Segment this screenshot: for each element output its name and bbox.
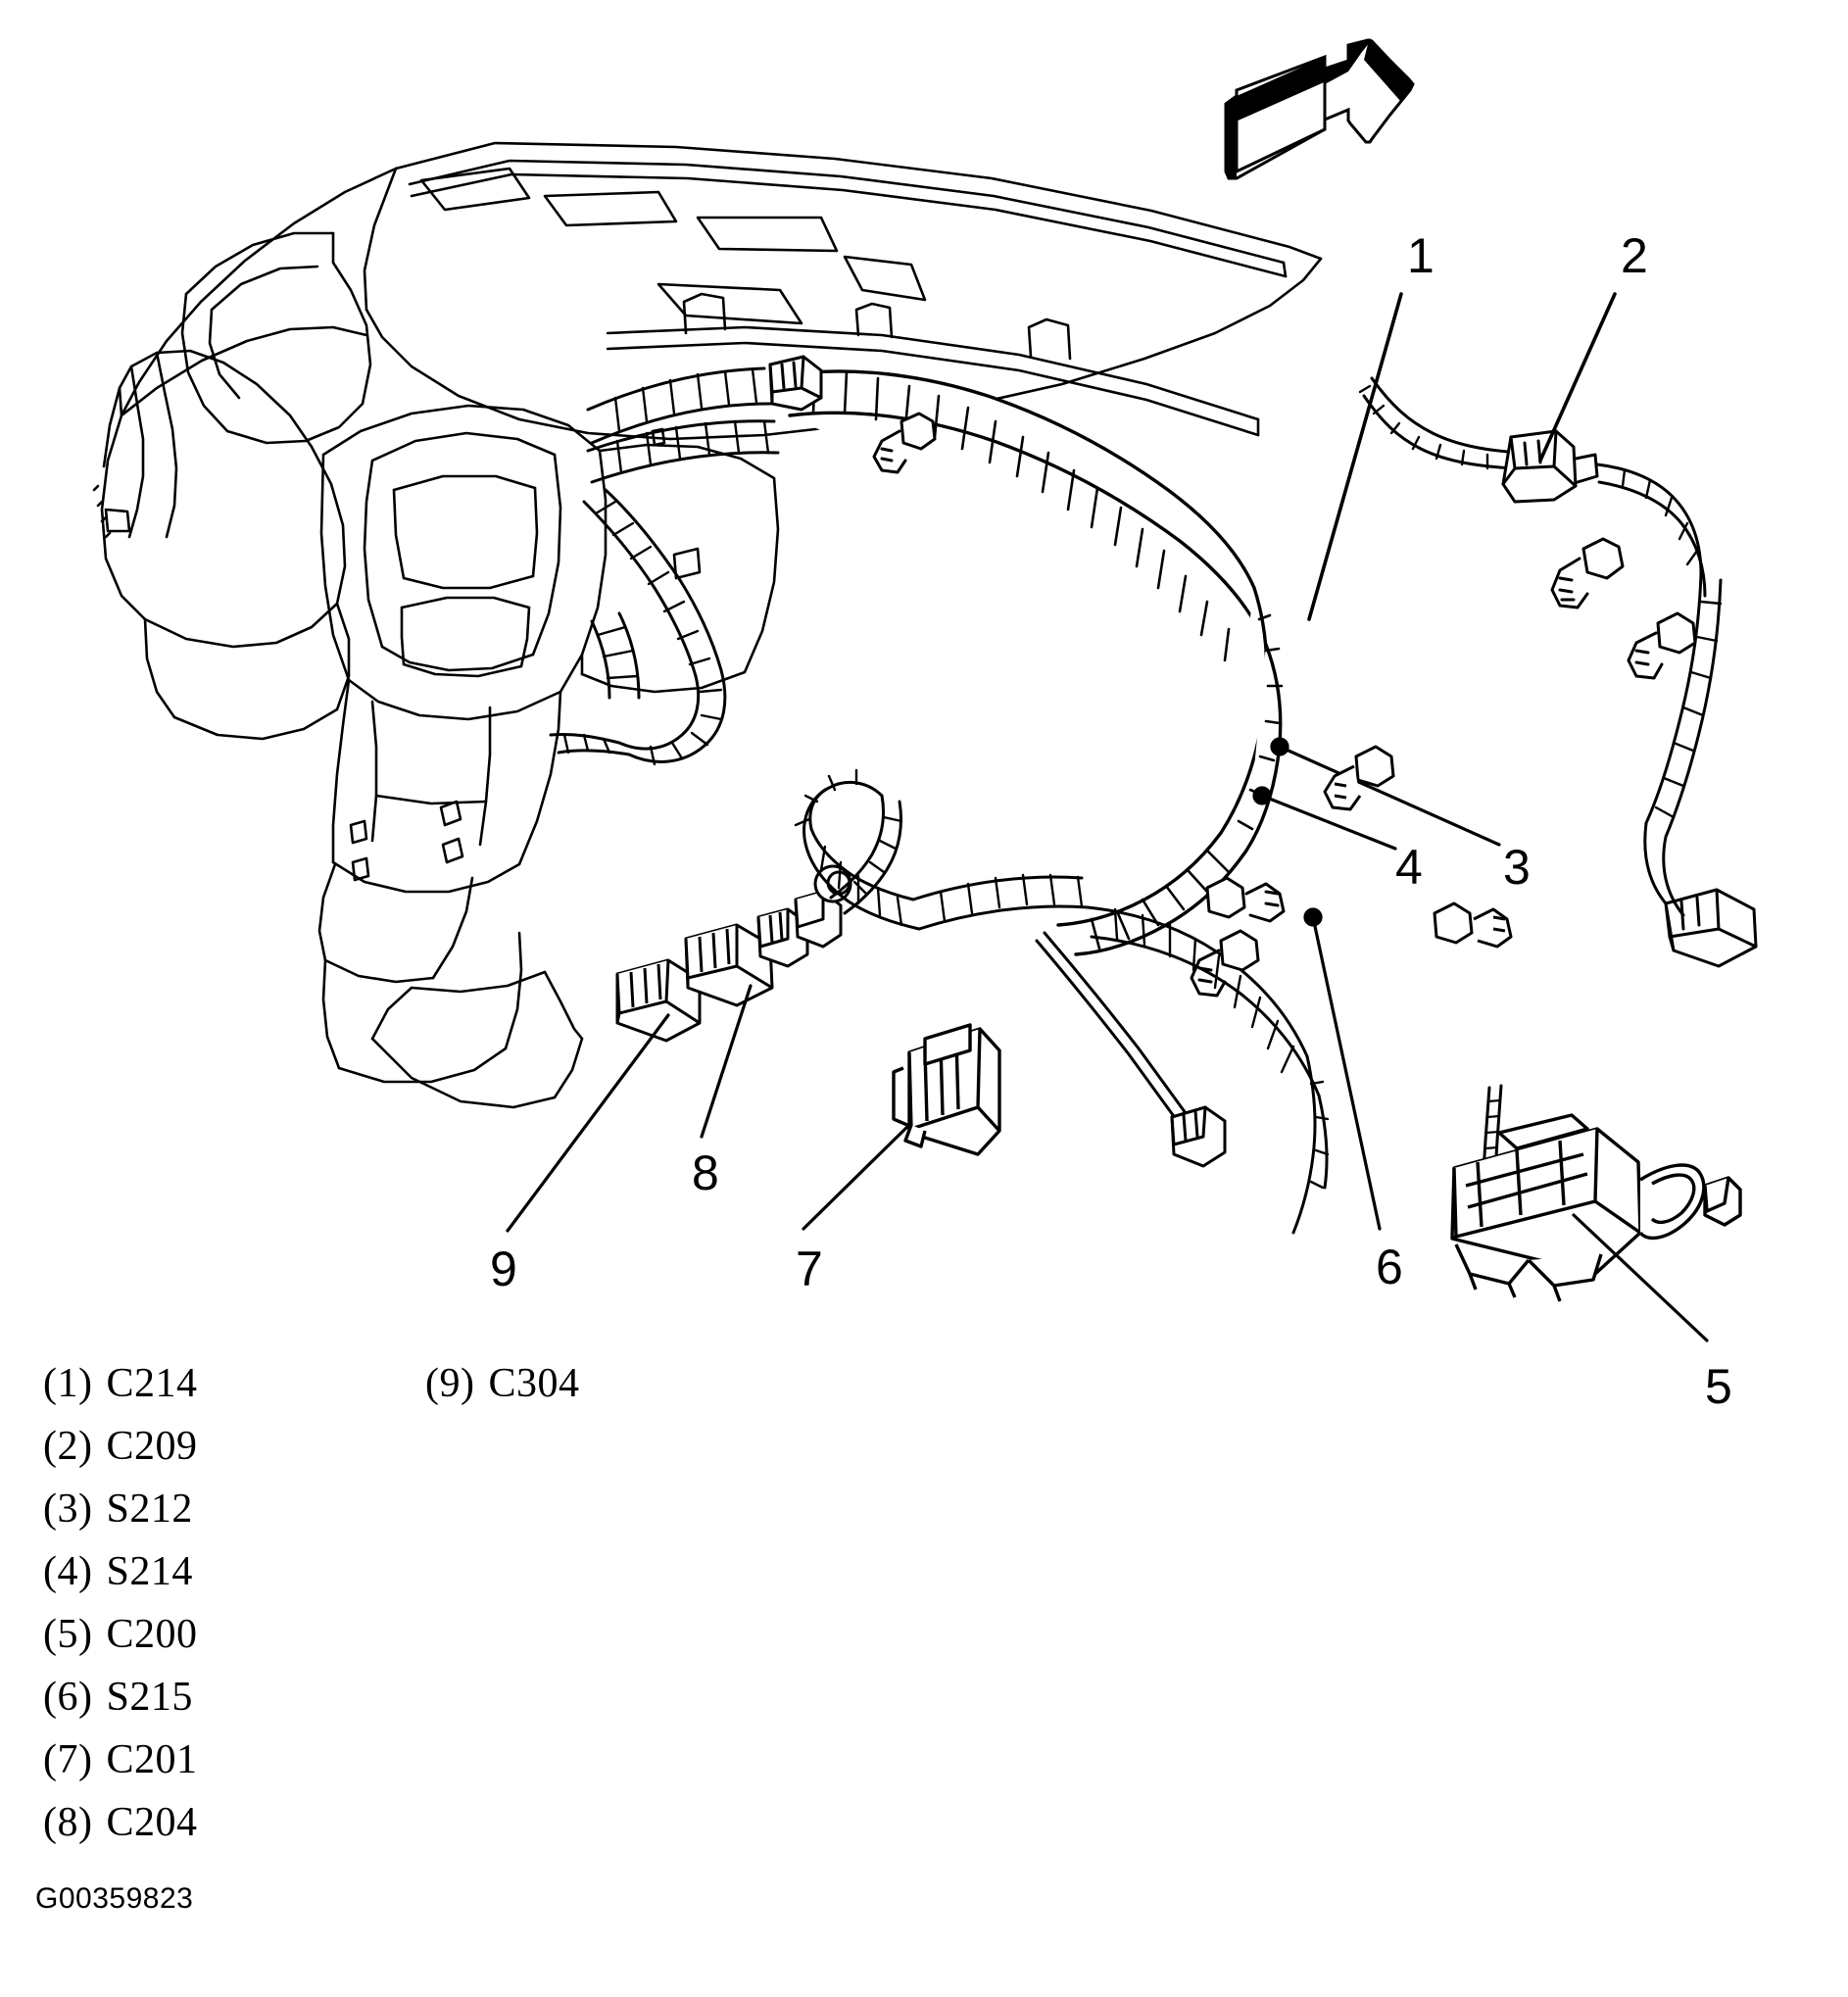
legend-item: (1) C214 (43, 1352, 198, 1415)
legend-item: (3) S212 (43, 1478, 198, 1540)
clip-upper-trunk (1205, 876, 1286, 923)
legend-index: (6) (43, 1675, 93, 1720)
legend-item: (2) C209 (43, 1415, 198, 1478)
connector-bank-c204-c304 (615, 864, 852, 1043)
legend-item: (6) S215 (43, 1666, 198, 1729)
legend-code: S215 (106, 1675, 193, 1720)
legend-index: (9) (425, 1361, 475, 1406)
clip-upper-right (1550, 537, 1625, 609)
legend-code: S212 (106, 1486, 193, 1532)
legend-code: S214 (106, 1549, 193, 1594)
clip-lower-trunk (1190, 929, 1260, 998)
legend-index: (7) (43, 1737, 93, 1782)
clip-beam (872, 412, 937, 474)
legend-column-secondary: (9) C304 (425, 1352, 580, 1415)
harness-left-runs (549, 488, 727, 766)
legend-item: (8) C204 (43, 1791, 198, 1854)
harness-branch-c209 (1358, 376, 1758, 968)
callout-8: 8 (692, 1145, 719, 1200)
legend-item: (9) C304 (425, 1352, 580, 1415)
callout-6: 6 (1376, 1240, 1403, 1294)
legend-code: C201 (106, 1737, 198, 1782)
callout-7: 7 (796, 1242, 823, 1296)
callout-3: 3 (1503, 840, 1531, 895)
legend-code: C200 (106, 1612, 198, 1657)
legend-column-primary: (1)C214 (2)C209 (3)S212 (4)S214 (5)C200 … (43, 1352, 198, 1854)
callout-1: 1 (1407, 228, 1435, 283)
legend-item: (7) C201 (43, 1729, 198, 1791)
connector-c201 (892, 1023, 1001, 1156)
legend-code: C209 (106, 1424, 198, 1469)
legend-item: (5) C200 (43, 1603, 198, 1666)
harness-top-center (586, 355, 937, 484)
legend-index: (4) (43, 1549, 93, 1594)
connector-c200 (1450, 1113, 1742, 1302)
callout-5: 5 (1705, 1359, 1732, 1414)
callout-2: 2 (1621, 228, 1648, 283)
legend-index: (3) (43, 1486, 93, 1532)
connector-small-plug (1170, 1105, 1227, 1168)
harness-clips-upper (1323, 745, 1513, 949)
legend-index: (8) (43, 1800, 93, 1845)
instrument-panel-body (92, 141, 1323, 1109)
direction-arrow-icon (1224, 38, 1415, 180)
harness-lower-center (794, 768, 1503, 1235)
callout-9: 9 (490, 1242, 517, 1296)
callout-leaders (506, 292, 1709, 1342)
legend-code: C204 (106, 1800, 198, 1845)
legend-index: (2) (43, 1424, 93, 1469)
terminal-right-lower (1643, 821, 1758, 968)
clip-right-mid (1627, 611, 1697, 680)
figure-id-code: G00359823 (35, 1882, 194, 1915)
legend-item: (4) S214 (43, 1540, 198, 1603)
connector-beam-cluster (768, 355, 823, 412)
legend-code: C214 (106, 1361, 198, 1406)
legend-code: C304 (488, 1361, 580, 1406)
legend-index: (1) (43, 1361, 93, 1406)
callout-4: 4 (1395, 840, 1423, 895)
legend-index: (5) (43, 1612, 93, 1657)
